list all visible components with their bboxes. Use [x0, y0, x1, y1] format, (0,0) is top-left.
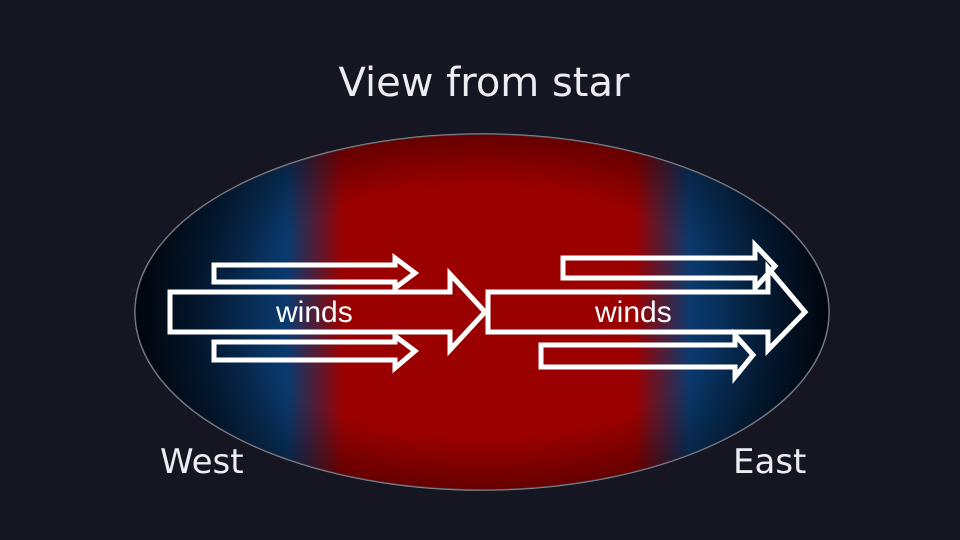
wind-arrow-right-large [485, 261, 809, 357]
wind-arrow-left-large [167, 267, 489, 357]
winds-label-left: winds [276, 296, 353, 329]
wind-arrow-right-bottom [538, 328, 757, 385]
wind-arrow-left-top [211, 253, 420, 293]
wind-arrow-right-top [560, 238, 779, 295]
east-label: East [733, 442, 807, 482]
west-label: West [160, 442, 244, 482]
winds-label-right: winds [595, 296, 672, 329]
diagram-title: View from star [338, 60, 630, 106]
wind-arrow-left-bottom [211, 331, 420, 374]
